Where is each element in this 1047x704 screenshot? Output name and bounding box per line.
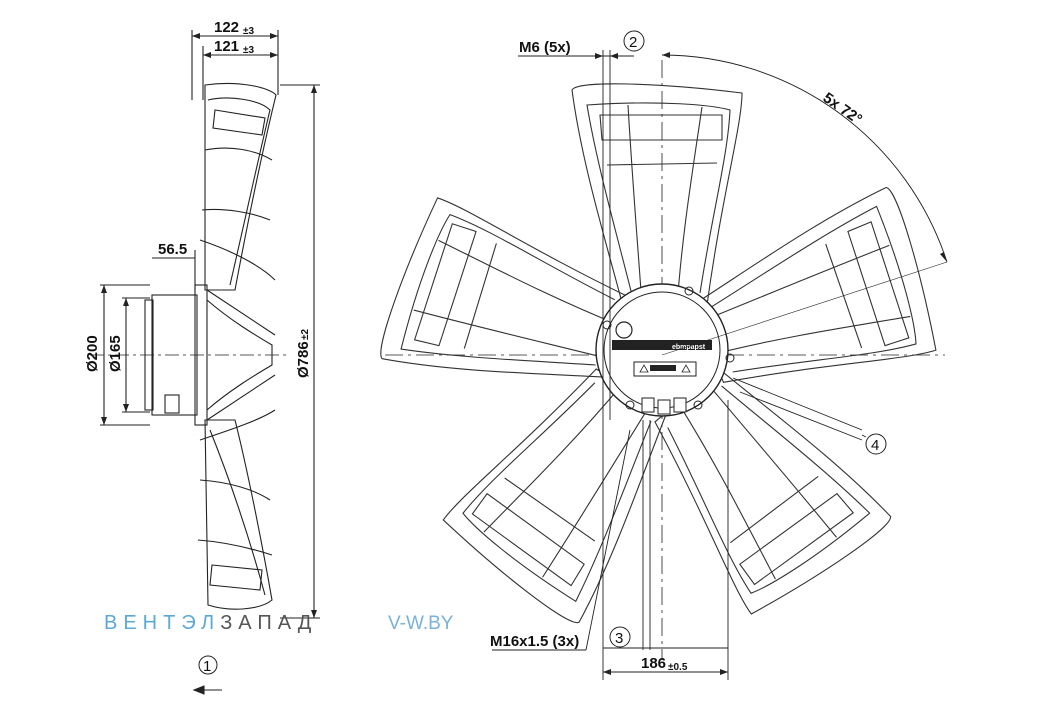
nameplate-bar (612, 340, 712, 350)
gland-3 (673, 397, 687, 413)
mount-hole-5 (693, 400, 703, 410)
dim-dia-200: Ø200 (84, 335, 101, 372)
watermark-brand-part2: ЗАПАД (220, 612, 318, 634)
watermark-brand: ВЕНТЭЛЗАПАД (104, 612, 317, 635)
dim-bolt-distance-tol: ±0.5 (668, 662, 688, 673)
dim-width-outer: 122 (214, 19, 239, 36)
dim-bolt-distance: 186 (641, 655, 666, 672)
side-view (90, 30, 320, 695)
callout-2-circle (623, 30, 645, 52)
dim-dia-165: Ø165 (107, 335, 124, 372)
dim-width-inner-tol: ±3 (243, 45, 254, 56)
dim-dia-786-tol: ±2 (300, 329, 311, 340)
mount-hole-3 (725, 353, 735, 363)
callout-1-label: 1 (203, 658, 211, 675)
dim-dia-786: Ø786 (295, 341, 312, 378)
callout-4-circle (865, 433, 887, 455)
callout-3-circle (609, 626, 631, 648)
callout-3-label: 3 (615, 630, 623, 647)
dim-thread-m6: M6 (5x) (519, 39, 571, 56)
dim-hub-offset: 56.5 (158, 241, 187, 258)
blade-1 (571, 83, 743, 311)
gland-1 (641, 397, 655, 413)
callout-2-label: 2 (629, 34, 637, 51)
callout-4-label: 4 (871, 437, 879, 454)
nameplate-logo: ebmpapst (672, 344, 706, 351)
hub-cable-gland (615, 321, 633, 339)
watermark-site: V-W.BY (388, 613, 454, 634)
gland-2 (657, 399, 671, 415)
dim-width-outer-tol: ±3 (243, 26, 254, 37)
dim-width-inner: 121 (214, 38, 239, 55)
side-view-arrowheads (101, 33, 317, 618)
front-view-arrowheads (595, 52, 947, 675)
watermark-brand-part1: ВЕНТЭЛ (104, 612, 221, 634)
blade-5 (375, 194, 645, 428)
front-view: ebmpapst (375, 50, 948, 680)
callout-1-circle (198, 655, 218, 675)
nameplate-label (633, 361, 697, 377)
mount-hole-1 (684, 286, 694, 296)
dim-blade-angle: 5x 72° (820, 89, 865, 128)
dim-thread-m16: M16x1.5 (3x) (490, 633, 579, 650)
mount-hole-4 (625, 400, 635, 410)
